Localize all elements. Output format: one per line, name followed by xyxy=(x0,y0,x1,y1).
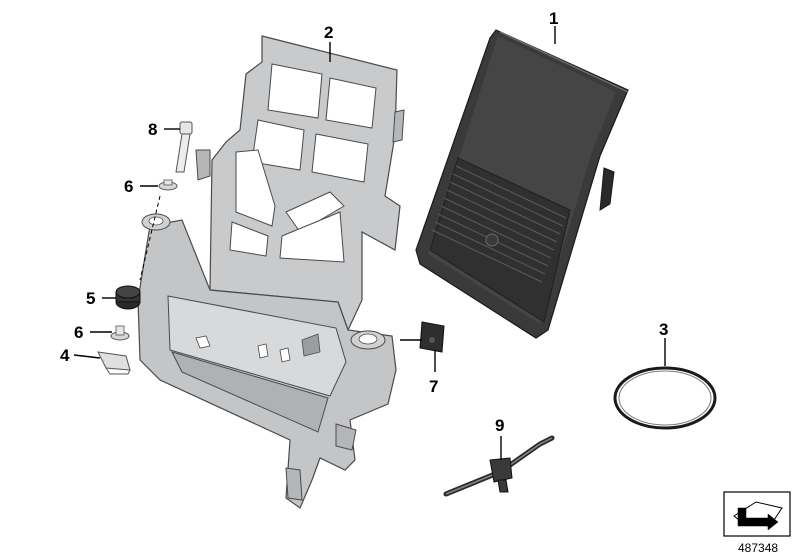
callout-6-upper: 6 xyxy=(124,177,133,196)
cable-tie-part[interactable] xyxy=(443,435,555,497)
callout-9: 9 xyxy=(495,416,504,435)
callout-7: 7 xyxy=(429,377,438,396)
callout-3: 3 xyxy=(659,320,668,339)
reference-number: 487348 xyxy=(738,541,778,555)
washer-lower-part[interactable] xyxy=(110,325,130,341)
leader-lines xyxy=(73,26,666,460)
arrow-icon xyxy=(737,507,779,531)
bolt-part[interactable] xyxy=(175,121,193,173)
clip-part[interactable] xyxy=(97,351,131,375)
callout-5: 5 xyxy=(86,289,95,308)
callout-6-lower: 6 xyxy=(74,323,83,342)
grommet-part[interactable] xyxy=(115,285,141,310)
callout-4: 4 xyxy=(60,346,70,365)
reference-box xyxy=(723,491,791,537)
o-ring-part[interactable] xyxy=(613,366,717,430)
holder-part[interactable] xyxy=(419,321,445,353)
bracket-part[interactable] xyxy=(137,35,405,509)
module-cover-part[interactable] xyxy=(415,29,629,339)
callout-1: 1 xyxy=(549,9,558,28)
callout-2: 2 xyxy=(324,23,333,42)
washer-upper-part[interactable] xyxy=(158,179,178,191)
callout-8: 8 xyxy=(148,120,157,139)
